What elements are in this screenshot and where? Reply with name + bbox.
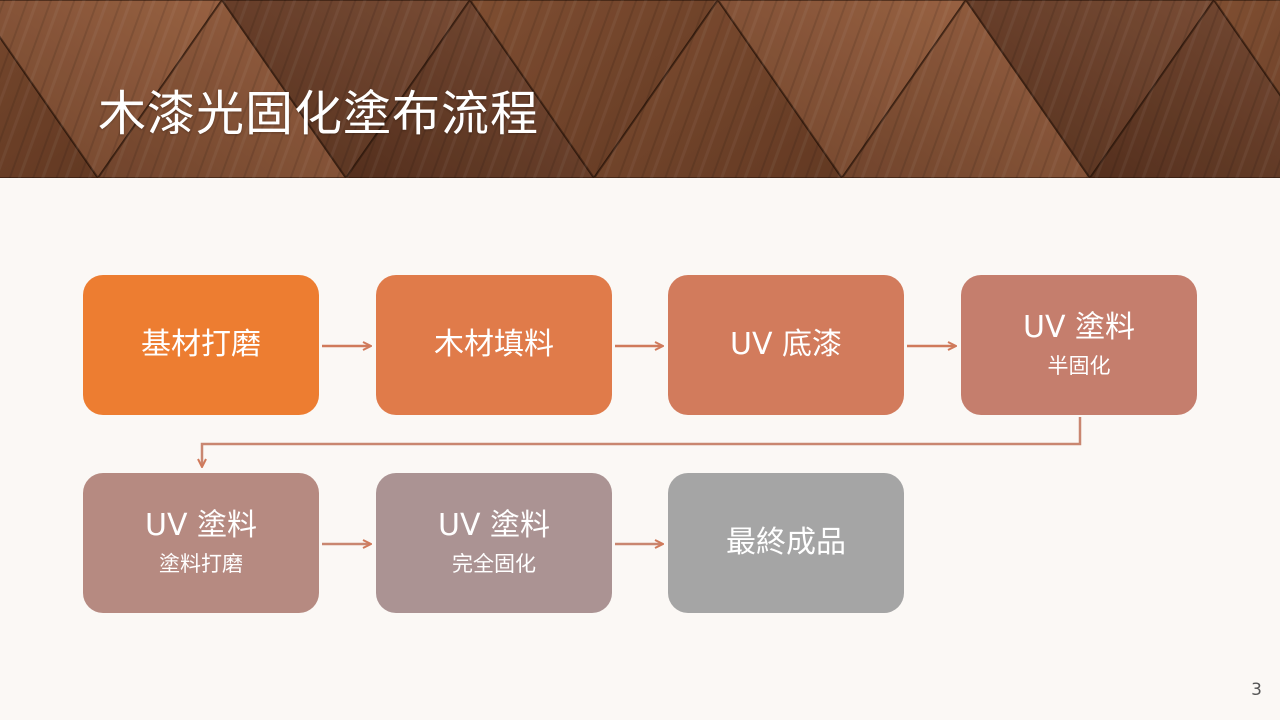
flow-step-label: UV 底漆	[729, 327, 843, 362]
flow-step-sublabel: 半固化	[1047, 354, 1111, 378]
flow-step-label: UV 塗料	[144, 508, 258, 543]
flow-step-final-product: 最終成品	[668, 473, 904, 613]
page-number: 3	[1251, 680, 1262, 700]
flow-step-label: 基材打磨	[141, 327, 261, 362]
flow-step-uv-coating-full-cure: UV 塗料 完全固化	[376, 473, 612, 613]
wood-triangle-pattern	[0, 0, 1280, 178]
flow-step-label: UV 塗料	[1022, 310, 1136, 345]
header-banner: 木漆光固化塗布流程	[0, 0, 1280, 178]
slide-title: 木漆光固化塗布流程	[98, 86, 540, 142]
flow-step-sublabel: 塗料打磨	[159, 552, 243, 576]
flow-step-uv-primer: UV 底漆	[668, 275, 904, 415]
flow-step-uv-coating-sanding: UV 塗料 塗料打磨	[83, 473, 319, 613]
flow-step-uv-coating-semi-cure: UV 塗料 半固化	[961, 275, 1197, 415]
arrow-step4-to-step5	[202, 417, 1082, 466]
flow-step-label: 最終成品	[726, 525, 846, 560]
flow-step-label: 木材填料	[434, 327, 554, 362]
flow-step-label: UV 塗料	[437, 508, 551, 543]
flow-step-wood-filler: 木材填料	[376, 275, 612, 415]
flow-step-sublabel: 完全固化	[452, 552, 536, 576]
flow-step-sanding: 基材打磨	[83, 275, 319, 415]
